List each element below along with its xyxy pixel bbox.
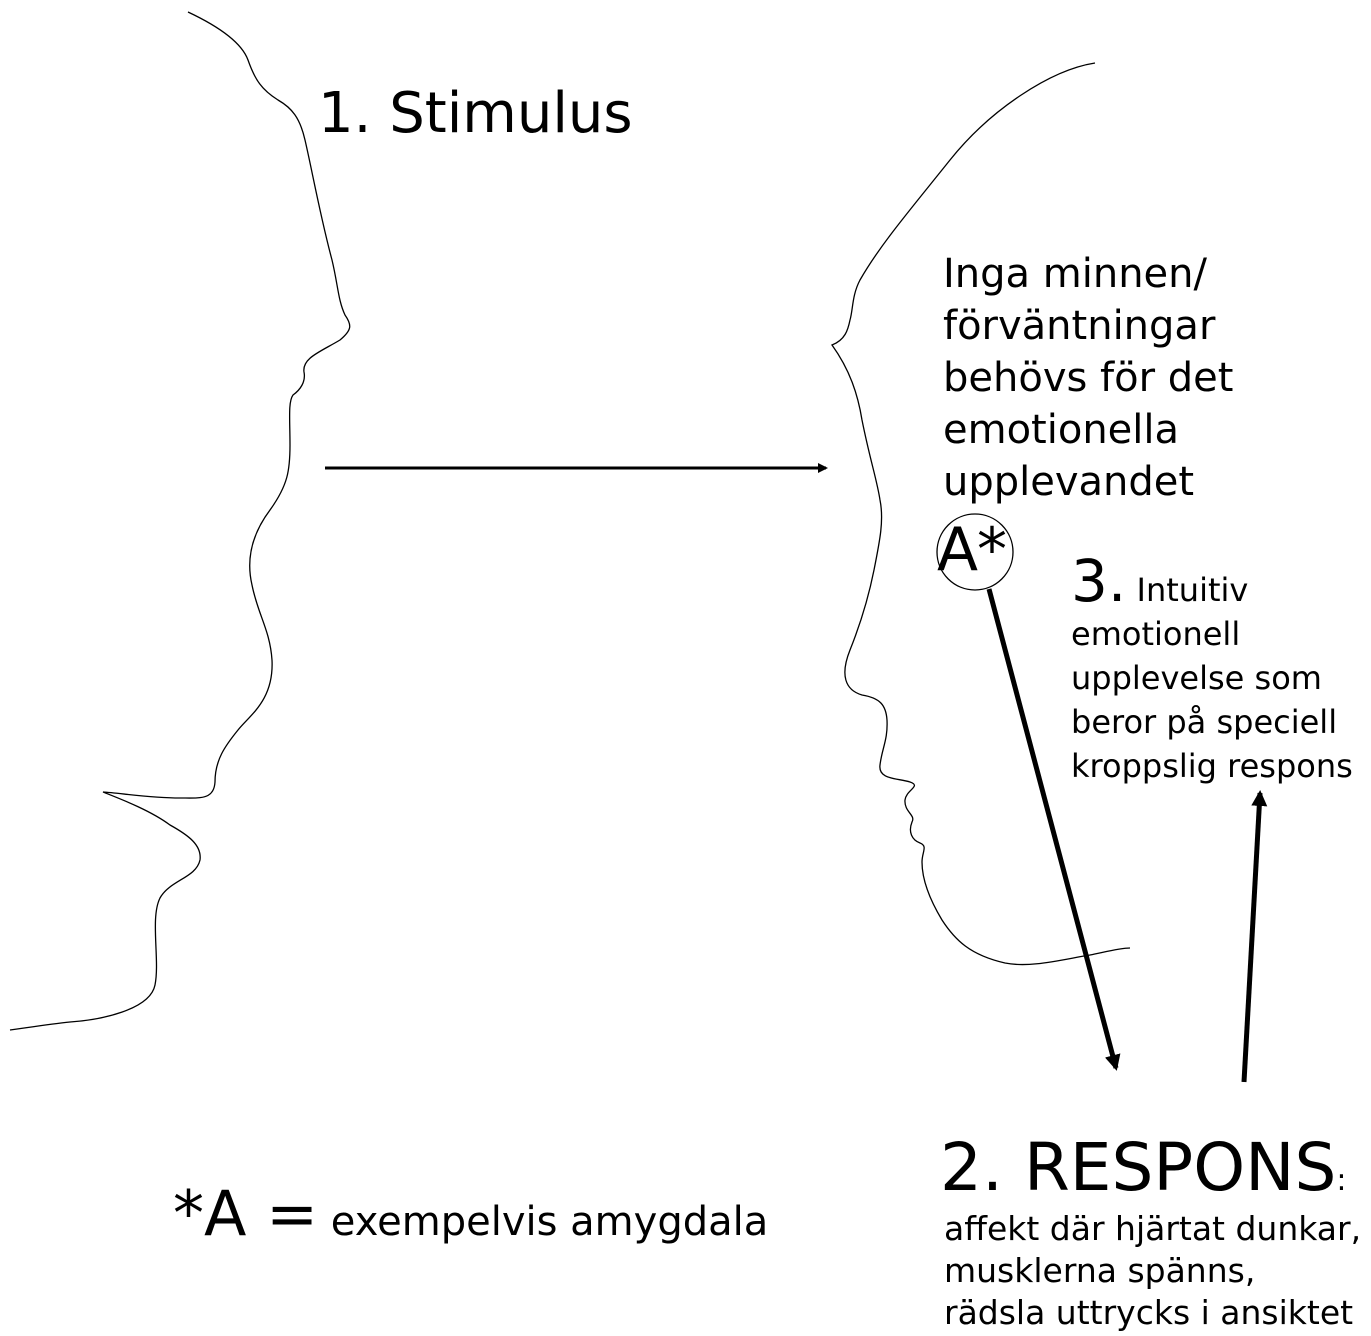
response-to-experience-arrow	[1241, 790, 1268, 1083]
memory-note-line: förväntningar	[943, 303, 1216, 349]
experience-first-line: 3. Intuitiv	[1071, 552, 1353, 612]
footnote-prefix: *A =	[173, 1177, 319, 1250]
experience-line: upplevelse som	[1071, 659, 1322, 697]
experience-first-text: Intuitiv	[1136, 571, 1249, 609]
memory-note-line: emotionella	[943, 407, 1180, 453]
response-title-text: 2. RESPONS	[940, 1129, 1337, 1206]
footnote-text: exempelvis amygdala	[318, 1199, 769, 1245]
response-title-colon: :	[1336, 1163, 1347, 1198]
response-title: 2. RESPONS:	[940, 1130, 1347, 1206]
amygdala-circle	[936, 513, 1014, 591]
experience-line: emotionell	[1071, 615, 1241, 653]
footnote: *A = exempelvis amygdala	[173, 1178, 768, 1249]
left-profile-outline	[9, 11, 351, 1031]
memory-note-line: upplevandet	[943, 459, 1195, 505]
stimulus-label: 1. Stimulus	[318, 81, 633, 146]
experience-note: 3. Intuitiv emotionell upplevelse som be…	[1071, 552, 1353, 788]
memory-note-line: Inga minnen/	[943, 251, 1207, 297]
response-line: rädsla uttrycks i ansiktet	[944, 1293, 1354, 1332]
response-line: affekt där hjärtat dunkar,	[944, 1209, 1362, 1248]
response-description: affekt där hjärtat dunkar, musklerna spä…	[944, 1208, 1361, 1334]
memory-note-line: behövs för det	[943, 355, 1234, 401]
amygdala-to-response-arrow	[986, 588, 1121, 1071]
experience-line: beror på speciell	[1071, 703, 1338, 741]
amygdala-label: A*	[937, 515, 1007, 585]
response-line: musklerna spänns,	[944, 1251, 1256, 1290]
right-profile-outline	[830, 62, 1131, 966]
memory-note: Inga minnen/ förväntningar behövs för de…	[943, 248, 1233, 508]
experience-number: 3.	[1071, 547, 1127, 615]
experience-line: kroppslig respons	[1071, 747, 1353, 785]
